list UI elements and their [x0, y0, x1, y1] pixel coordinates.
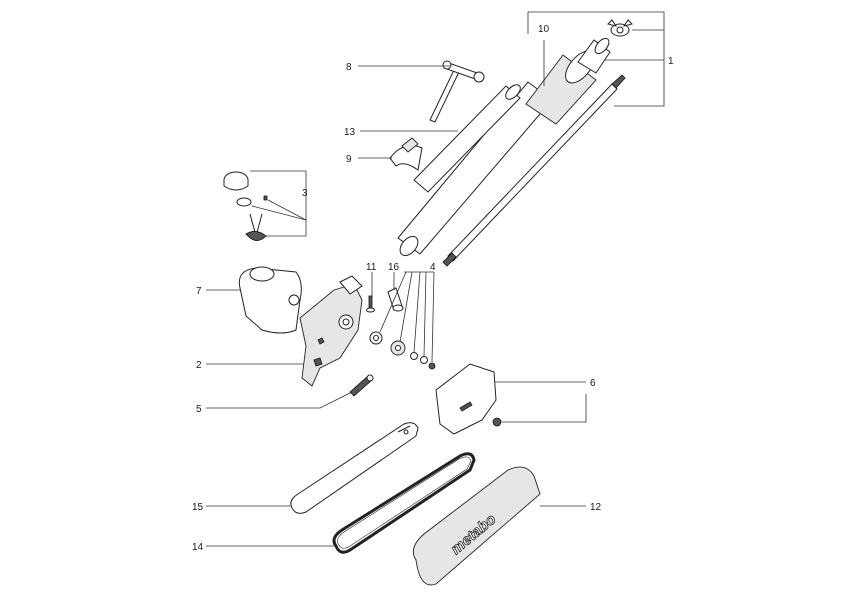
- grip-tube: [413, 84, 521, 193]
- clamp-bracket: [389, 137, 423, 171]
- tensioner-screw: [349, 374, 374, 397]
- bar-guard: metabo: [412, 466, 541, 586]
- label-13: 13: [344, 127, 356, 138]
- label-12: 12: [590, 502, 602, 513]
- shaft-tube: [397, 37, 611, 257]
- wing-nut: [607, 19, 633, 37]
- oil-cap-assembly: [223, 171, 268, 241]
- label-5: 5: [196, 404, 202, 415]
- oil-tank: [238, 266, 302, 334]
- label-11: 11: [366, 262, 377, 273]
- label-7: 7: [196, 286, 202, 297]
- label-3: 3: [302, 188, 308, 199]
- label-14: 14: [192, 542, 204, 553]
- label-6: 6: [590, 378, 596, 389]
- chain-cover: [435, 363, 502, 435]
- label-4: 4: [430, 262, 436, 273]
- label-1: 1: [668, 56, 674, 67]
- gear-housing: [299, 275, 363, 387]
- label-2: 2: [196, 360, 202, 371]
- guide-bar: [290, 422, 419, 514]
- small-washer-part-4: [410, 352, 436, 370]
- drive-shaft: [442, 74, 626, 267]
- label-16: 16: [388, 262, 400, 273]
- washer-part-4: [369, 331, 383, 345]
- label-9: 9: [346, 154, 352, 165]
- leader-lines: [206, 11, 665, 547]
- screw-part-11: [366, 295, 375, 313]
- label-15: 15: [192, 502, 204, 513]
- label-8: 8: [346, 62, 352, 73]
- sprocket-part-4: [390, 340, 406, 356]
- label-10: 10: [538, 24, 550, 35]
- part-labels: 10 1 8 13 9 3 11 16 4 7 2 6 5 15 12 14: [192, 24, 674, 553]
- saw-chain: [332, 452, 476, 554]
- spanner-wrench: [429, 60, 485, 123]
